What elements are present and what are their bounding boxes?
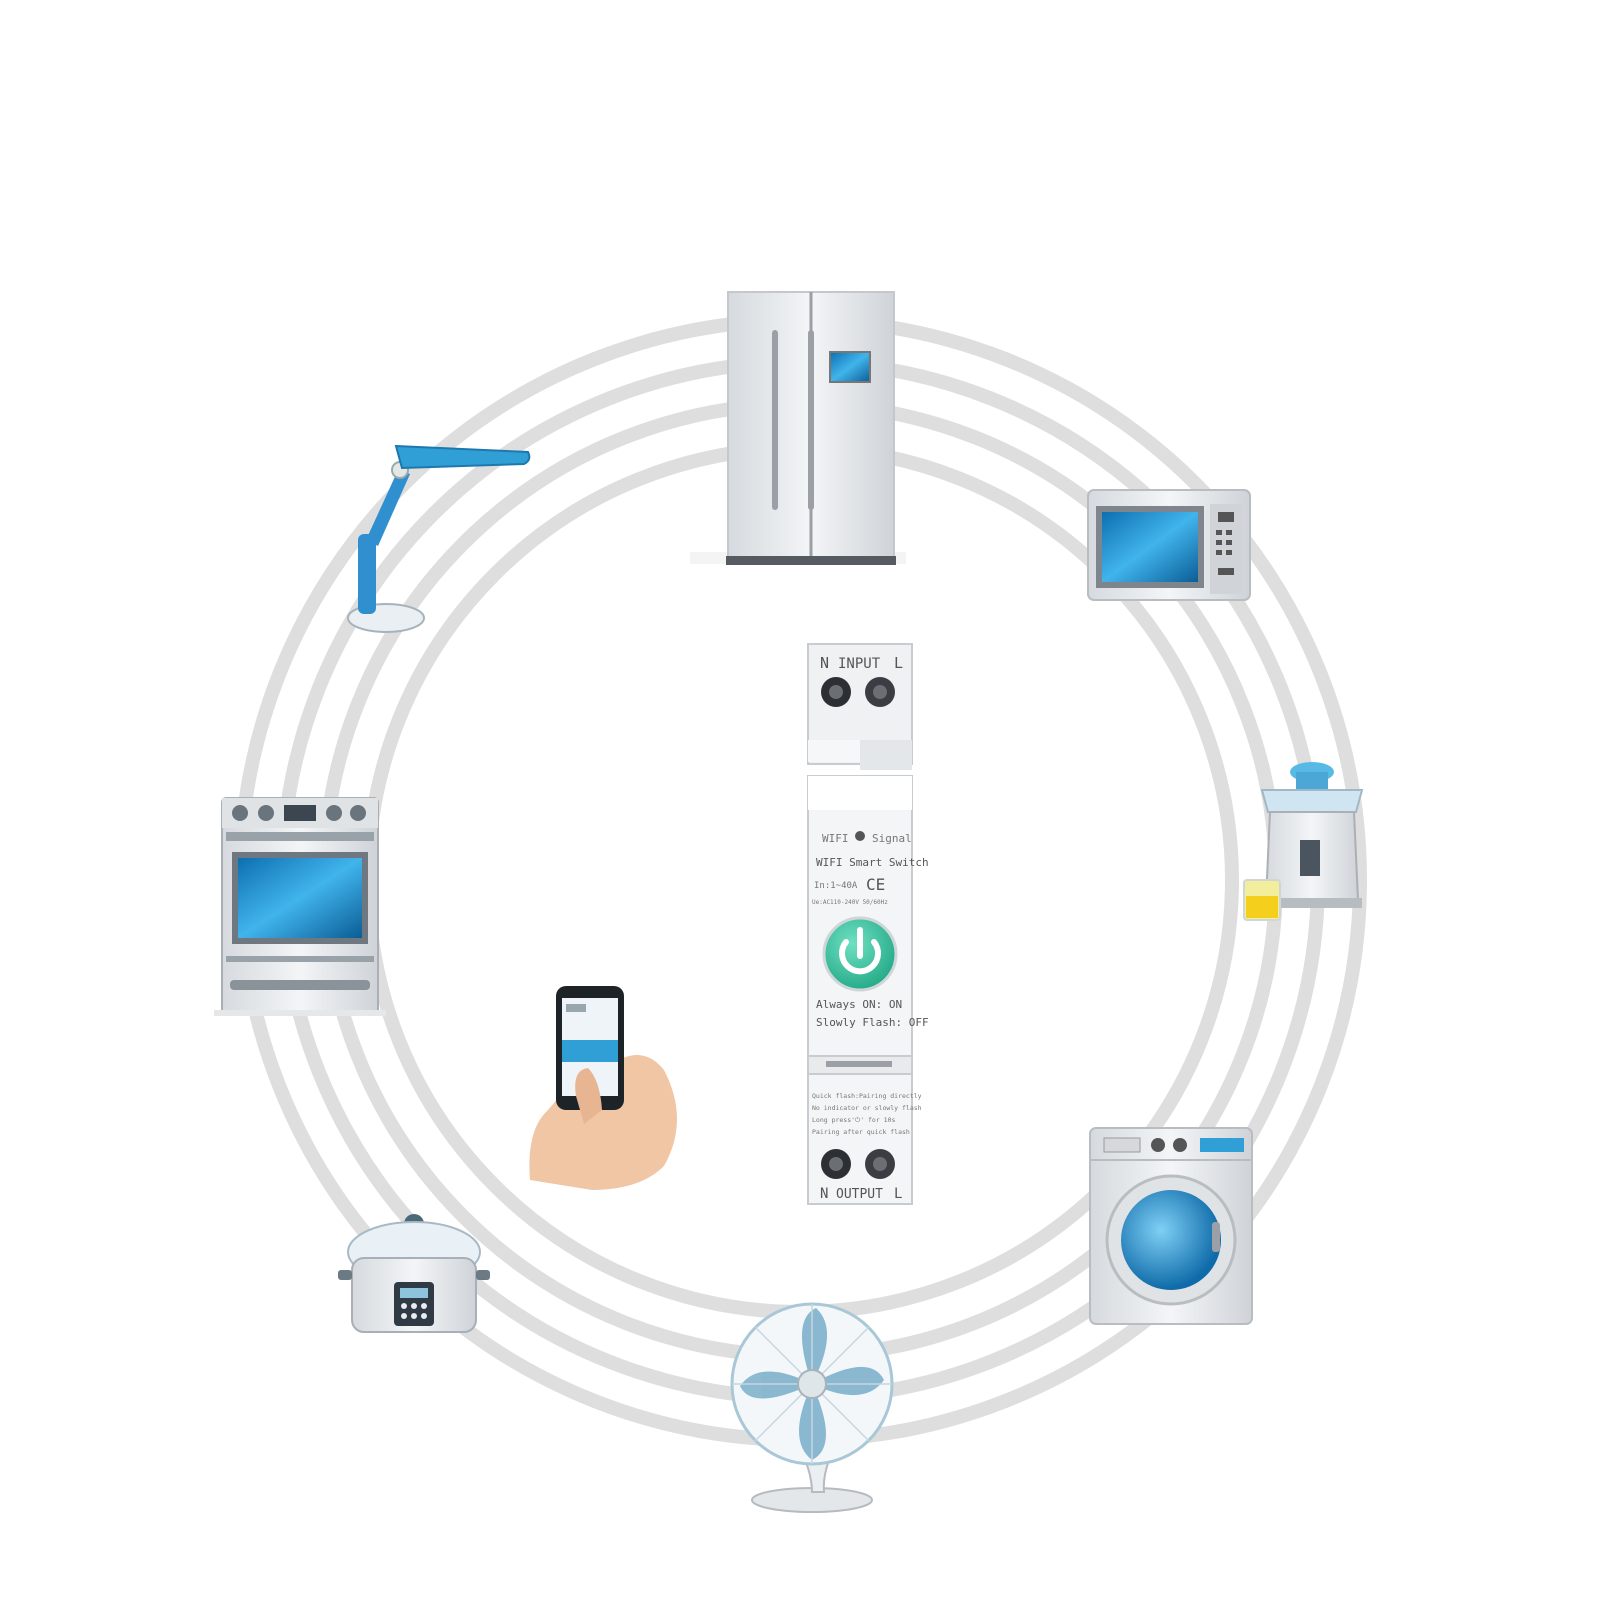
input-n-label: N	[820, 654, 829, 672]
output-n-label: N	[820, 1186, 828, 1202]
output-l-label: L	[894, 1186, 902, 1202]
output-label: OUTPUT	[836, 1187, 883, 1202]
fan-icon	[730, 1302, 894, 1513]
input-l-label: L	[894, 654, 903, 672]
wifi-indicator-led	[855, 831, 865, 841]
status-on-text: Always ON: ON	[816, 998, 902, 1011]
juicer-icon	[1243, 762, 1364, 921]
ce-mark: CE	[866, 875, 885, 894]
desk-lamp-icon	[347, 444, 531, 633]
power-icon	[839, 927, 881, 975]
device-title: WIFI Smart Switch	[816, 856, 929, 869]
input-label: INPUT	[838, 656, 881, 672]
status-off-text: Slowly Flash: OFF	[816, 1016, 929, 1029]
signal-label: Signal	[872, 832, 912, 845]
microwave-icon	[1087, 489, 1251, 601]
voltage-line: Ue:AC110-240V 50/60Hz	[812, 899, 888, 906]
smart-switch-device: N INPUT L WIFI Signal WIFI Smart Switch …	[807, 643, 929, 1205]
rice-cooker-icon	[338, 1214, 490, 1333]
wifi-label: WIFI	[822, 832, 849, 845]
instruction-2: No indicator or slowly flash	[812, 1104, 922, 1112]
instruction-1: Quick flash:Pairing directly	[812, 1092, 922, 1100]
instruction-4: Pairing after quick flash	[812, 1128, 910, 1136]
oven-icon	[214, 797, 386, 1016]
refrigerator-icon	[690, 291, 906, 565]
rating-line: In:1~40A	[814, 881, 858, 891]
washing-machine-icon	[1089, 1127, 1253, 1325]
instruction-3: Long press'⏻' for 10s	[812, 1116, 895, 1124]
smartphone-hand-icon	[529, 986, 677, 1190]
